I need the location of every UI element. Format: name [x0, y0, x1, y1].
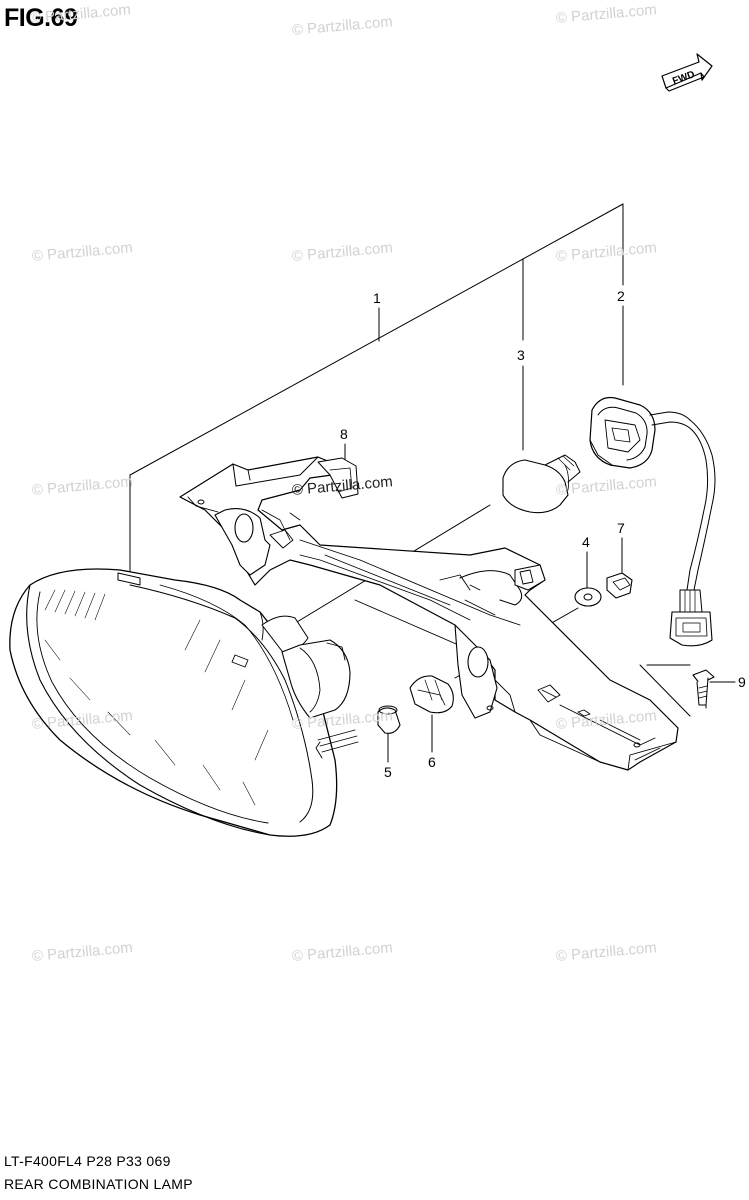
mounting-bracket	[179, 456, 679, 771]
diagram-name: REAR COMBINATION LAMP	[4, 1176, 193, 1192]
model-code: LT-F400FL4 P28 P33 069	[4, 1153, 171, 1169]
figure-title: FIG.69	[4, 4, 78, 32]
fwd-arrow-icon: FWD	[661, 53, 713, 92]
callout-labels: 1 2 3 4 5 6 7 8 9	[340, 288, 746, 780]
grommet	[377, 705, 401, 734]
callout-5: 5	[384, 764, 392, 780]
callout-6: 6	[428, 754, 436, 770]
callout-8: 8	[340, 426, 348, 442]
bulb	[502, 454, 581, 514]
callout-1: 1	[373, 290, 381, 306]
screw	[692, 669, 715, 706]
washer	[574, 587, 602, 607]
callout-2: 2	[617, 288, 625, 304]
callout-9: 9	[738, 674, 746, 690]
callout-7: 7	[617, 520, 625, 536]
cushion-nut	[409, 675, 454, 714]
callout-4: 4	[582, 534, 590, 550]
rear-combination-lamp	[9, 568, 359, 837]
nut	[606, 572, 633, 599]
socket-harness	[589, 396, 716, 647]
callout-3: 3	[517, 347, 525, 363]
stay	[317, 457, 359, 499]
